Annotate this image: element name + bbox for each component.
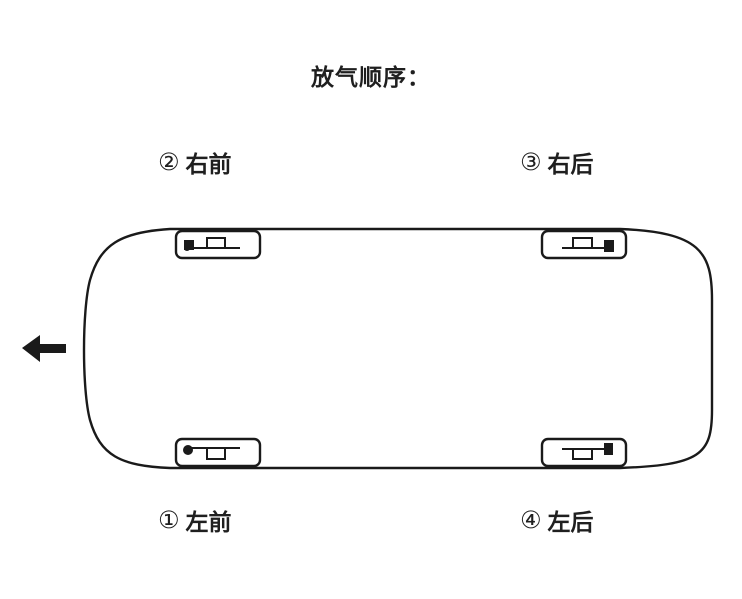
tire-name: 右前 (185, 152, 232, 178)
wheel-front-left (174, 437, 262, 468)
order-marker: ③ (520, 148, 542, 176)
tire-name: 左后 (547, 510, 594, 536)
wheel-rear-left (540, 437, 628, 468)
tire-label-rear-left: ④ 左后 (520, 503, 594, 537)
wheel-rear-right (540, 229, 628, 260)
tire-label-rear-right: ③ 右后 (520, 145, 594, 179)
order-marker: ② (158, 148, 180, 176)
order-marker: ① (158, 506, 180, 534)
tire-label-front-right: ② 右前 (158, 145, 232, 179)
tire-name: 右后 (547, 152, 594, 178)
diagram-title: 放气顺序： (311, 65, 431, 91)
tire-name: 左前 (185, 510, 232, 536)
order-marker: ④ (520, 506, 542, 534)
wheel-front-right (174, 229, 262, 260)
car-body-outline (82, 227, 714, 470)
tire-label-front-left: ① 左前 (158, 503, 232, 537)
arrow-left-icon (22, 335, 66, 362)
